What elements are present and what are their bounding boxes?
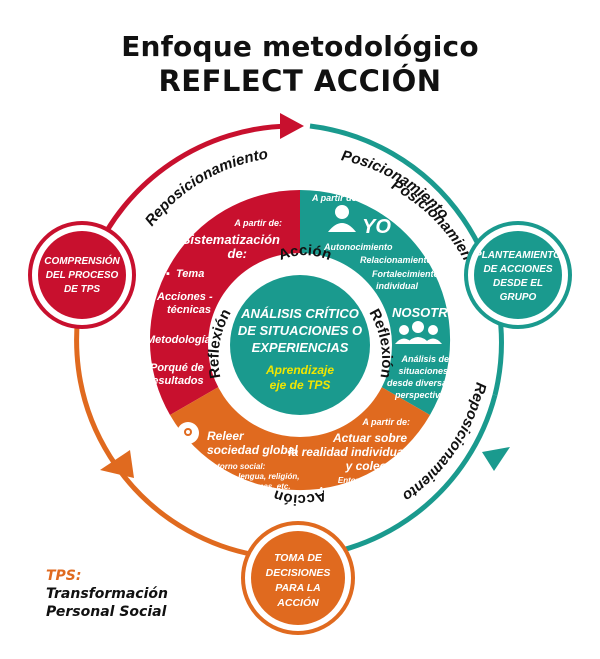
arrow-head-red [280,113,304,139]
orange-sector-text: Releer sociedad global Entorno social: c… [177,417,410,505]
red-item-3: Metodología [146,334,211,346]
red-item-2a: Acciones - [156,291,213,303]
title-line-1: Enfoque metodológico [121,30,479,63]
person-icon [328,205,356,232]
red-item-4a: Porqué de [150,362,204,374]
red-item-1: Tema [176,268,204,280]
red-bullet-3: ▪ [136,334,140,346]
near-env-1: Entorno próximo: [338,476,405,485]
red-heading-1: Sistematización [182,232,280,247]
node-right-1: PLANTEAMIENTO [475,250,561,261]
nosotros-item-3: desde diversas [387,378,452,388]
node-bottom-3: PARA LA [275,582,321,594]
node-left-2: DEL PROCESO [46,270,119,281]
node-right-3: DESDE EL [493,278,543,289]
nosotros-item-1: Análisis de [400,354,449,364]
head-gear-icon [177,422,199,444]
near-env-3: contacto directo [343,496,405,505]
node-left: COMPRENSIÓN DEL PROCESO DE TPS [28,221,136,329]
title-line-2: REFLECT ACCIÓN [158,64,442,98]
orange-from: A partir de: [361,417,410,427]
releer-2: sociedad global [207,443,298,457]
red-item-2b: técnicas [167,304,211,316]
center-line-2: DE SITUACIONES O [238,323,362,338]
social-env-1: Entorno social: [207,462,266,471]
red-from: A partir de: [233,218,282,228]
yo-item-2: Relacionamiento [360,255,433,265]
red-heading-2: de: [228,246,248,261]
social-env-2: cultura, lengua, religión, [207,472,299,481]
ring-arc-teal [309,123,504,396]
red-bullet-1: ▪ [166,268,170,280]
node-bottom-4: ACCIÓN [276,596,319,609]
actuar-2: la realidad individual [288,445,407,459]
yo-item-1: Autonocimiento [323,242,393,252]
group-icon [395,321,442,344]
legend-abbreviation: TPS: [46,568,82,584]
legend-line-1: Transformación [46,586,168,602]
arrow-head-orange [100,450,134,478]
red-bullet-4: ▪ [140,362,144,374]
nosotros-item-2: situaciones [398,366,448,376]
node-bottom-2: DECISIONES [266,567,331,579]
arrow-head-teal [482,447,510,471]
teal-sector-text: A partir de: YO Autonocimiento Relaciona… [311,193,467,400]
red-item-4b: resultados [148,375,204,387]
node-bottom-1: TOMA DE [274,552,323,564]
actuar-3: y colectiva [345,459,408,473]
near-env-2: Ambiente o espacio de [317,486,406,495]
node-right-4: GRUPO [500,292,537,303]
node-right-2: DE ACCIONES [483,264,552,275]
red-sector-text: A partir de: Sistematización de: ▪ Tema … [136,218,282,387]
center-sub-2: eje de TPS [270,378,331,392]
yo-item-4: individual [376,281,419,291]
center-sub-1: Aprendizaje [265,363,334,377]
node-left-1: COMPRENSIÓN [44,254,120,267]
center-circle [230,275,370,415]
label-accion-bottom: Acción [271,486,328,508]
center-line-3: EXPERIENCIAS [252,340,349,355]
teal-from: A partir de: [311,193,360,203]
node-left-3: DE TPS [64,284,100,295]
label-accion-top: Acción [276,242,333,264]
center-text: ANÁLISIS CRÍTICO DE SITUACIONES O EXPERI… [238,306,362,392]
yo-item-3: Fortalecimiento [372,269,440,279]
releer-1: Releer [207,429,245,443]
actuar-1: Actuar sobre [332,431,407,445]
nosotros-item-4: perspectivas [394,390,450,400]
legend-line-2: Personal Social [46,604,167,620]
center-line-1: ANÁLISIS CRÍTICO [240,306,359,321]
social-env-3: género, sistemas, etc. [206,482,291,491]
red-bullet-2: ▪ [147,291,151,303]
node-right: PLANTEAMIENTO DE ACCIONES DESDE EL GRUPO [464,221,572,329]
nosotros-title: NOSOTROS [392,305,467,320]
node-bottom: TOMA DE DECISIONES PARA LA ACCIÓN [241,521,355,635]
yo-title: YO [362,216,391,238]
